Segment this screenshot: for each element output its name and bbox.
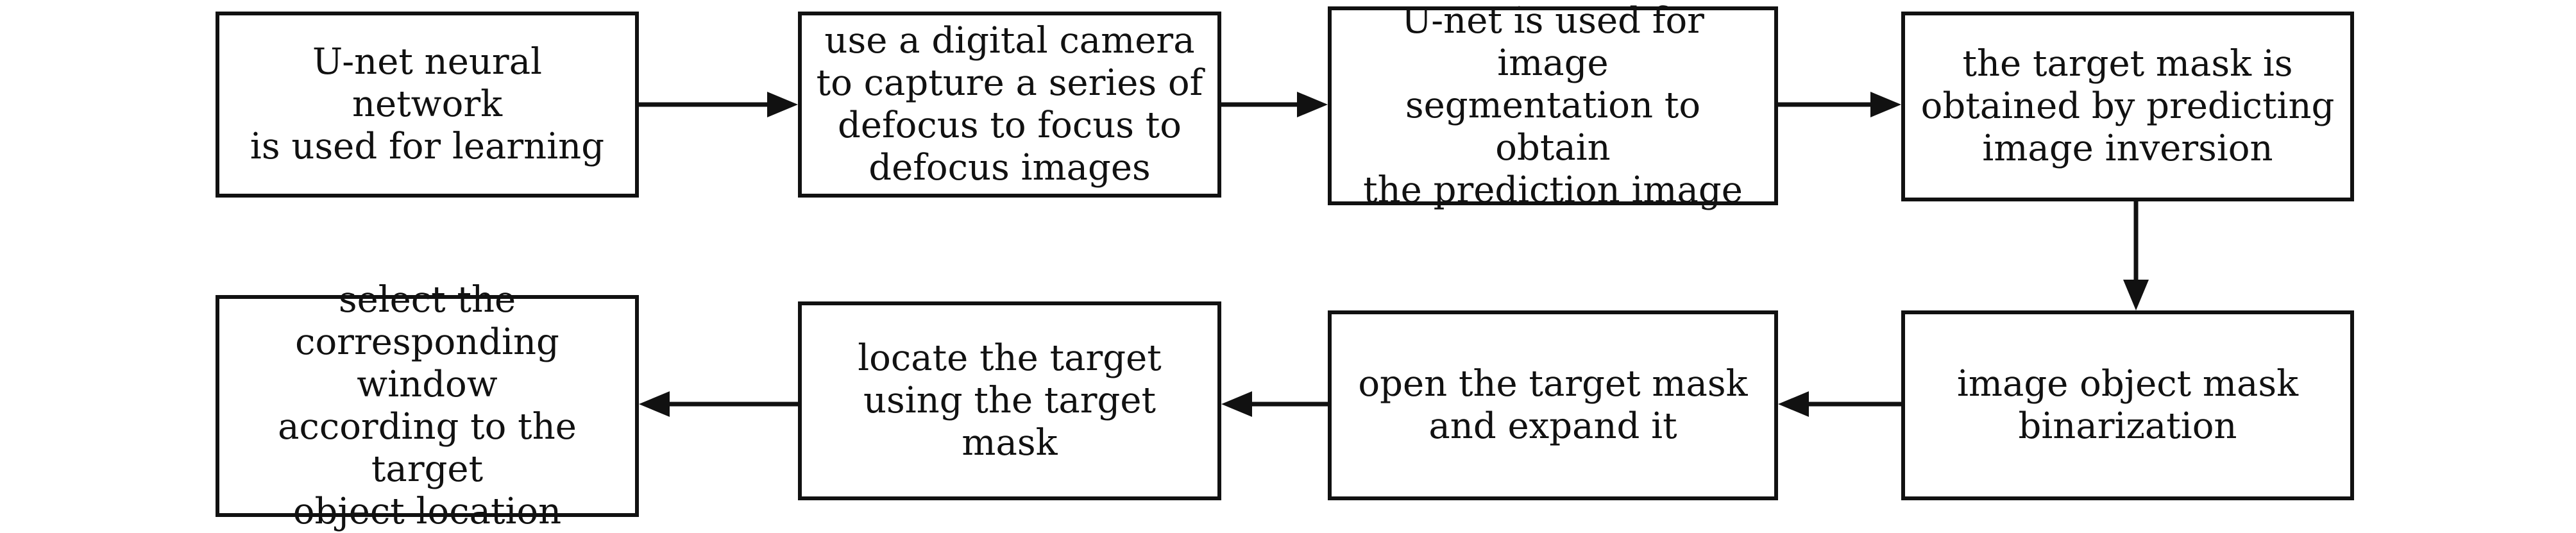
arrow-step1-to-step2 (639, 92, 798, 117)
arrow-step6-to-step7 (1221, 391, 1328, 417)
arrow-step2-to-step3 (1221, 92, 1328, 117)
step-5-text: image object mask binarization (1956, 363, 2299, 447)
step-8-text: select the corresponding window accordin… (278, 279, 577, 532)
step-7-box: locate the target using the target mask (798, 301, 1221, 500)
arrow-step3-to-step4 (1778, 92, 1901, 117)
arrow-step4-to-step5 (2123, 201, 2149, 310)
arrow-step7-to-step8 (639, 391, 798, 417)
step-5-box: image object mask binarization (1901, 310, 2354, 500)
step-6-text: open the target mask and expand it (1358, 363, 1748, 447)
step-6-box: open the target mask and expand it (1328, 310, 1778, 500)
step-3-box: U-net is used for image segmentation to … (1328, 0, 1778, 211)
step-7-text: locate the target using the target mask (858, 337, 1162, 464)
flowchart: U-net neural network is used for learnin… (216, 0, 2354, 532)
step-2-box: use a digital camera to capture a series… (798, 12, 1221, 198)
arrow-step5-to-step6 (1778, 391, 1901, 417)
step-4-box: the target mask is obtained by predictin… (1901, 12, 2354, 201)
step-1-text: U-net neural network is used for learnin… (250, 41, 605, 167)
step-3-text: U-net is used for image segmentation to … (1363, 0, 1743, 211)
step-2-text: use a digital camera to capture a series… (816, 20, 1203, 189)
step-1-box: U-net neural network is used for learnin… (216, 12, 639, 198)
connector-arrows (639, 92, 2149, 417)
step-4-text: the target mask is obtained by predictin… (1920, 43, 2335, 169)
step-8-box: select the corresponding window accordin… (216, 279, 639, 532)
